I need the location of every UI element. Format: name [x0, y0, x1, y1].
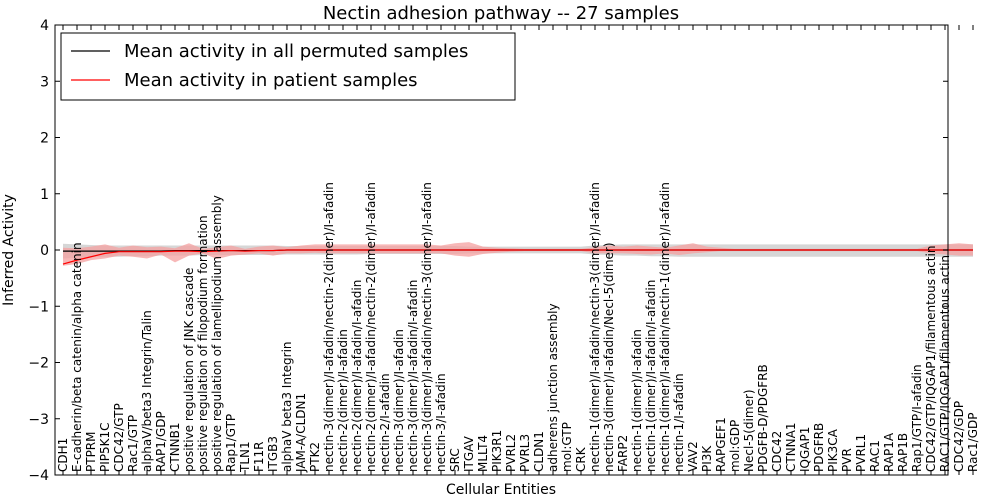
- x-tick-label: Rap1/GTP: [224, 414, 238, 472]
- band-patient: [63, 242, 973, 266]
- x-tick-label: nectin-2/I-afadin: [378, 373, 392, 472]
- x-tick-label: Rac1/GTP: [126, 415, 140, 472]
- x-tick-label: positive regulation of lamellipodium ass…: [210, 195, 224, 472]
- x-tick-label: nectin-1(dimer)/I-afadin/nectin-3(dimer)…: [588, 182, 602, 472]
- x-axis-label: Cellular Entities: [446, 482, 556, 498]
- series-line-patient: [62, 249, 973, 265]
- y-tick-label: 3: [40, 74, 49, 90]
- x-tick-label: mol:GTP: [560, 422, 574, 472]
- y-tick-label: 0: [40, 243, 49, 259]
- chart-title: Nectin adhesion pathway -- 27 samples: [323, 3, 679, 24]
- x-tick-label: nectin-3(dimer)/I-afadin/nectin-3(dimer)…: [420, 182, 434, 472]
- series-lines: [62, 249, 973, 265]
- x-tick-label: CTNNA1: [784, 422, 798, 472]
- x-tick-label: PTK2: [308, 442, 322, 472]
- y-tick-label: −4: [28, 468, 49, 484]
- x-tick-label: CLDN1: [532, 431, 546, 472]
- x-tick-label: nectin-3(dimer)/I-afadin/I-afadin: [406, 280, 420, 472]
- x-tick-label: RAP1B: [896, 433, 910, 472]
- x-tick-label: F11R: [252, 441, 266, 472]
- x-tick-label: CTNNB1: [168, 422, 182, 472]
- x-tick-label: nectin-2(dimer)/I-afadin/nectin-2(dimer)…: [364, 182, 378, 472]
- x-tick-label: VAV2: [686, 441, 700, 472]
- x-tick-label: nectin-3/I-afadin: [434, 373, 448, 472]
- x-tick-label: FARP2: [616, 435, 630, 472]
- x-tick-label: nectin-1/I-afadin: [672, 373, 686, 472]
- x-tick-label: mol:GDP: [728, 420, 742, 472]
- x-tick-label: PIK3R1: [490, 430, 504, 472]
- y-tick-label: −1: [28, 299, 49, 315]
- legend: Mean activity in all permuted samplesMea…: [60, 32, 516, 101]
- x-tick-label: nectin-1(dimer)/I-afadin: [630, 329, 644, 472]
- x-tick-label: JAM-A/CLDN1: [294, 393, 308, 473]
- x-tick-label: nectin-2(dimer)/I-afadin/I-afadin: [350, 280, 364, 472]
- x-tick-label: nectin-1(dimer)/I-afadin/I-afadin: [644, 280, 658, 472]
- y-axis-label: Inferred Activity: [1, 194, 17, 306]
- legend-box: [60, 32, 516, 101]
- x-tick-label: CDC42: [770, 431, 784, 472]
- x-tick-label: E-cadherin/beta catenin/alpha catenin: [70, 242, 84, 472]
- x-tick-label: PTPRM: [84, 432, 98, 473]
- x-tick-label: CRK: [574, 446, 588, 472]
- x-tick-label: nectin-3(dimer)/I-afadin/nectin-2(dimer)…: [322, 182, 336, 472]
- x-tick-label: positive regulation of JNK cascade: [182, 268, 196, 472]
- x-tick-label: PDGFRB: [812, 423, 826, 472]
- x-tick-label: CDH1: [56, 438, 70, 472]
- y-tick-label: −3: [28, 412, 49, 428]
- x-tick-label: RAP1/GDP: [154, 411, 168, 472]
- y-tick-label: 2: [40, 131, 49, 147]
- x-tick-label: RAC1/GTP/IQGAP1/filamentous actin: [938, 255, 952, 472]
- x-tick-label: alphaV/beta3 Integrin/Talin: [140, 310, 154, 472]
- x-tick-label: PVR: [840, 448, 854, 472]
- x-tick-label: PVRL1: [854, 434, 868, 472]
- x-tick-label: RAC1: [868, 440, 882, 472]
- x-tick-label: TLN1: [238, 441, 252, 473]
- x-tick-label: RAP1A: [882, 432, 896, 472]
- x-tick-label: SRC: [448, 448, 462, 472]
- x-tick-label: IQGAP1: [798, 427, 812, 472]
- y-tick-label: 1: [40, 187, 49, 203]
- x-tick-label: adherens junction assembly: [546, 303, 560, 472]
- x-tick-label: Rap1/GTP/I-afadin: [910, 364, 924, 472]
- x-tick-label: PI3K: [700, 445, 714, 472]
- x-tick-label: alphaV beta3 Integrin: [280, 341, 294, 472]
- y-axis: −4 −3 −2 −1 0 1 2 3 4: [28, 18, 948, 484]
- x-tick-label: PVRL3: [518, 434, 532, 472]
- x-tick-label: ITGAV: [462, 435, 476, 472]
- x-tick-label: PIK3CA: [826, 428, 840, 472]
- x-tick-label: nectin-3(dimer)/I-afadin: [392, 329, 406, 472]
- y-tick-label: 4: [40, 18, 49, 34]
- x-tick-label: positive regulation of filopodium format…: [196, 215, 210, 472]
- legend-entry-label: Mean activity in patient samples: [124, 70, 418, 91]
- legend-entry-label: Mean activity in all permuted samples: [124, 41, 468, 62]
- x-tick-label: Necl-5(dimer): [742, 389, 756, 472]
- y-tick-label: −2: [28, 356, 49, 372]
- confidence-bands: [63, 242, 973, 266]
- x-tick-label: PVRL2: [504, 434, 518, 472]
- x-tick-label: PIP5K1C: [98, 422, 112, 472]
- x-tick-label: PDGFB-D/PDGFRB: [756, 364, 770, 472]
- x-tick-label: nectin-2(dimer)/I-afadin: [336, 329, 350, 472]
- x-tick-label: RAPGEF1: [714, 417, 728, 472]
- x-tick-label: nectin-1(dimer)/I-afadin/nectin-1(dimer)…: [658, 182, 672, 472]
- x-tick-label: Rac1/GDP: [966, 413, 980, 472]
- x-tick-label: CDC42/GTP/IQGAP1/filamentous actin: [924, 246, 938, 472]
- x-tick-label: MLLT4: [476, 435, 490, 472]
- x-tick-label: CDC42/GDP: [952, 401, 966, 472]
- x-tick-label: ITGB3: [266, 436, 280, 472]
- x-tick-label: nectin-3(dimer)/I-afadin/Necl-5(dimer): [602, 242, 616, 472]
- x-tick-label: CDC42/GTP: [112, 403, 126, 472]
